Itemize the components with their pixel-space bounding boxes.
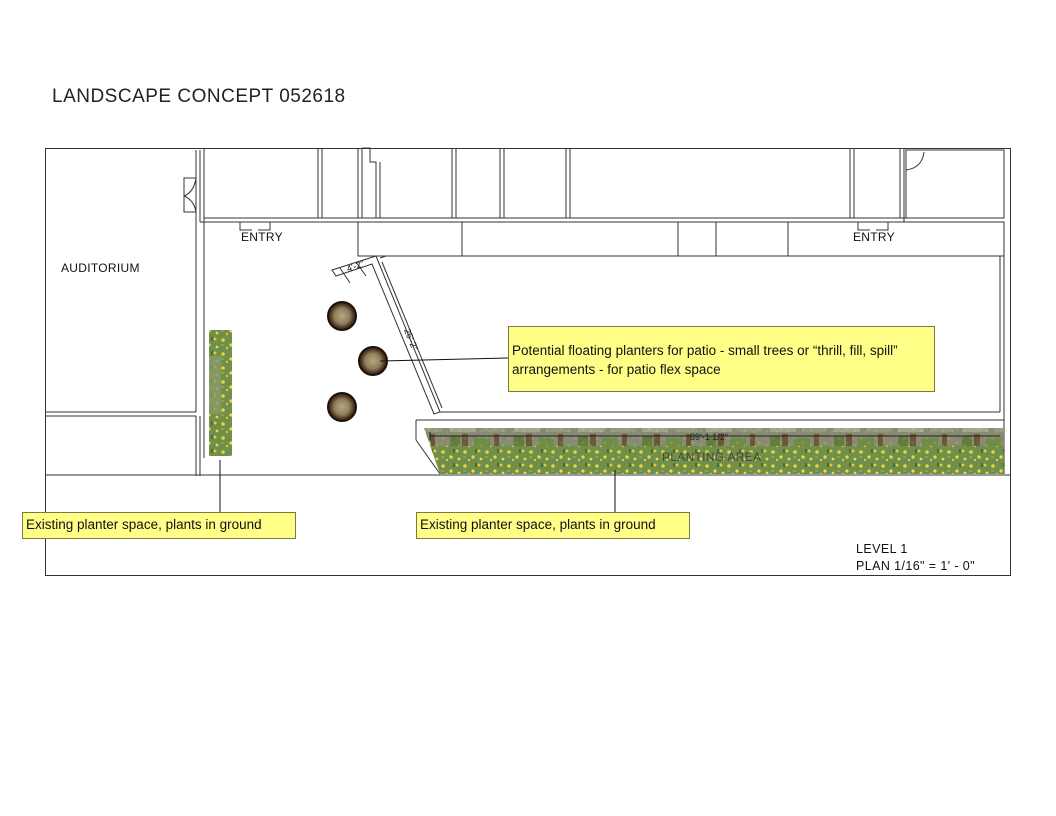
planting-area-label: PLANTING AREA — [662, 450, 762, 464]
sheet-info: LEVEL 1 PLAN 1/16" = 1' - 0" — [856, 541, 975, 575]
floating-planter-1 — [327, 301, 357, 331]
level-label: LEVEL 1 — [856, 542, 908, 556]
dimension-lines — [429, 432, 1000, 440]
scale-label: PLAN 1/16" = 1' - 0" — [856, 559, 975, 573]
top-rooms — [203, 147, 1005, 231]
counter-strip — [357, 221, 1005, 257]
leader-lines — [219, 357, 616, 512]
auditorium-label: AUDITORIUM — [61, 261, 140, 275]
auditorium-walls — [45, 150, 204, 476]
dim-diagonal-label: 25'-2" — [402, 327, 420, 352]
dim-long-label: 89'-1 1/2" — [690, 432, 728, 442]
floating-planters — [327, 301, 388, 422]
note-existing-left: Existing planter space, plants in ground — [22, 512, 296, 539]
diagonal-wall — [331, 255, 443, 415]
floating-planter-3 — [327, 392, 357, 422]
entry-right-label: ENTRY — [853, 230, 895, 244]
page-title: LANDSCAPE CONCEPT 052618 — [52, 86, 346, 107]
entry-left-label: ENTRY — [241, 230, 283, 244]
note-floating-planters: Potential floating planters for patio - … — [508, 326, 935, 392]
note-existing-right: Existing planter space, plants in ground — [416, 512, 690, 539]
